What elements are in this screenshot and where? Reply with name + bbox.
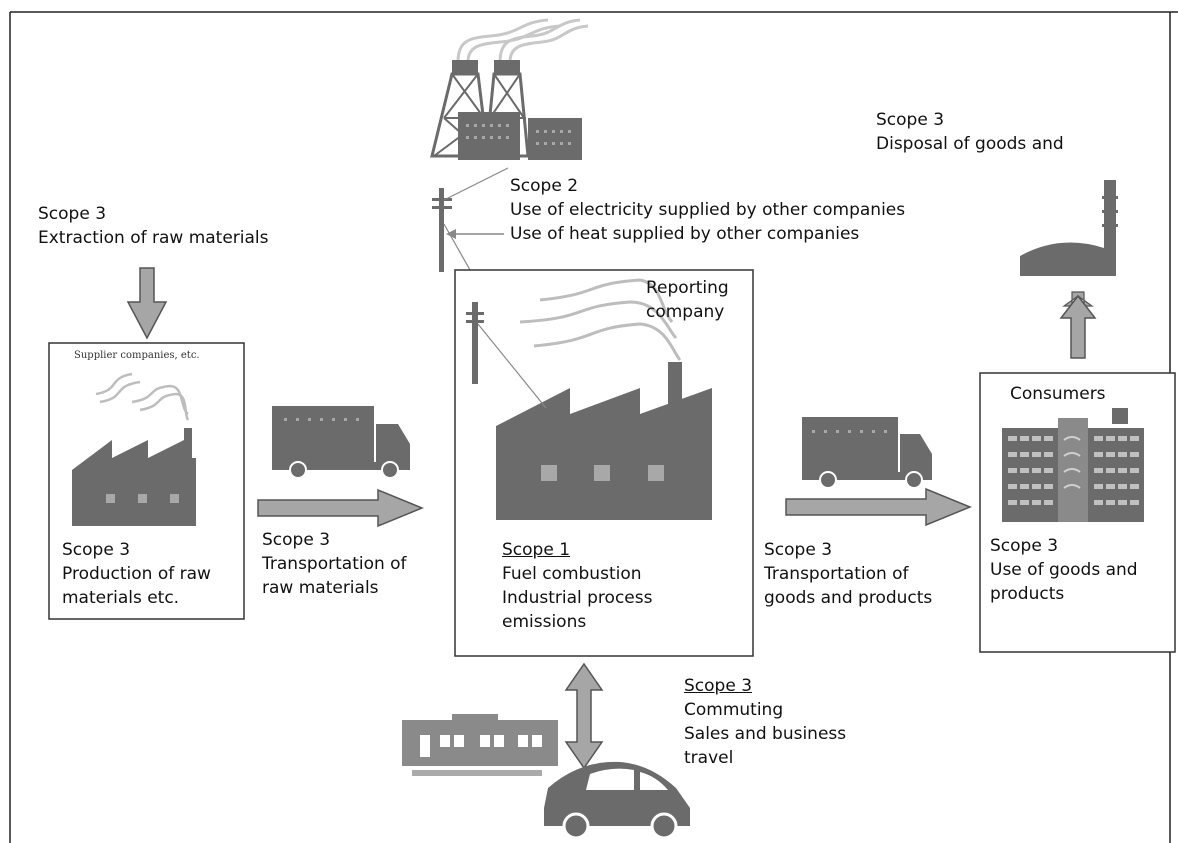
consumers-title: Consumers xyxy=(1010,384,1106,404)
transport-goods-label: Scope 3 Transportation of goods and prod… xyxy=(764,538,932,610)
scope1-line3: emissions xyxy=(502,612,587,632)
supplier-label: Scope 3 Production of raw materials etc. xyxy=(62,538,211,610)
commuting-line2: Sales and business xyxy=(684,724,847,744)
scope2-heading: Scope 2 xyxy=(510,176,579,196)
transport-goods-heading: Scope 3 xyxy=(764,540,833,560)
double-arrow-commute xyxy=(564,662,604,770)
consumers-line1: Use of goods and xyxy=(990,560,1138,580)
supplier-caption: Supplier companies, etc. xyxy=(74,350,200,361)
scope2-line1: Use of electricity supplied by other com… xyxy=(510,200,906,220)
reporting-title-line1: Reporting xyxy=(646,278,729,298)
right-arrow-raw xyxy=(257,488,424,528)
transport-raw-line2: raw materials xyxy=(262,578,379,598)
inside-power-line xyxy=(477,323,547,409)
scope1-line1: Fuel combustion xyxy=(502,564,642,584)
truck-goods-icon xyxy=(802,417,932,489)
apartment-building-icon xyxy=(1002,408,1144,522)
supplier-line1: Production of raw xyxy=(62,564,211,584)
transport-raw-heading: Scope 3 xyxy=(262,530,331,550)
right-arrow-goods xyxy=(785,487,972,527)
consumers-line2: products xyxy=(990,584,1065,604)
truck-raw-icon xyxy=(272,406,410,479)
scope1-heading: Scope 1 xyxy=(502,540,571,560)
extraction-heading: Scope 3 xyxy=(38,204,107,224)
scope1-label: Scope 1 Fuel combustion Industrial proce… xyxy=(502,538,652,634)
transport-raw-line1: Transportation of xyxy=(262,554,407,574)
transport-goods-line2: goods and products xyxy=(764,588,933,608)
transport-goods-line1: Transportation of xyxy=(764,564,909,584)
disposal-label: Scope 3 Disposal of goods and xyxy=(876,108,1064,156)
extraction-line1: Extraction of raw materials xyxy=(38,228,269,248)
commuting-heading: Scope 3 xyxy=(684,676,753,696)
scope2-pointer-head xyxy=(446,229,456,239)
transport-raw-label: Scope 3 Transportation of raw materials xyxy=(262,528,407,600)
supplier-factory-icon xyxy=(72,372,196,526)
reporting-title-line2: company xyxy=(646,302,725,322)
up-arrow-disposal-body xyxy=(1059,294,1097,359)
reporting-factory-icon xyxy=(496,278,712,520)
extraction-label: Scope 3 Extraction of raw materials xyxy=(38,202,269,250)
scope1-line2: Industrial process xyxy=(502,588,653,608)
reporting-company-title: Reporting company xyxy=(646,276,729,324)
scope2-label: Scope 2 Use of electricity supplied by o… xyxy=(510,174,905,246)
train-icon xyxy=(402,714,558,776)
utility-pole-inside-icon xyxy=(466,302,484,384)
utility-pole-top-icon xyxy=(432,188,452,272)
commuting-line3: travel xyxy=(684,748,734,768)
commuting-line1: Commuting xyxy=(684,700,784,720)
incinerator-icon xyxy=(1020,180,1118,276)
power-line-top xyxy=(443,167,509,201)
car-icon xyxy=(544,761,690,840)
disposal-line1: Disposal of goods and xyxy=(876,134,1064,154)
consumers-heading: Scope 3 xyxy=(990,536,1059,556)
supplier-line2: materials etc. xyxy=(62,588,180,608)
down-arrow-extraction xyxy=(126,267,168,340)
disposal-heading: Scope 3 xyxy=(876,110,945,130)
scope2-line2: Use of heat supplied by other companies xyxy=(510,224,860,244)
consumers-label: Scope 3 Use of goods and products xyxy=(990,534,1138,606)
commuting-label: Scope 3 Commuting Sales and business tra… xyxy=(684,674,846,770)
supplier-heading: Scope 3 xyxy=(62,540,131,560)
power-plant-icon xyxy=(430,18,589,160)
